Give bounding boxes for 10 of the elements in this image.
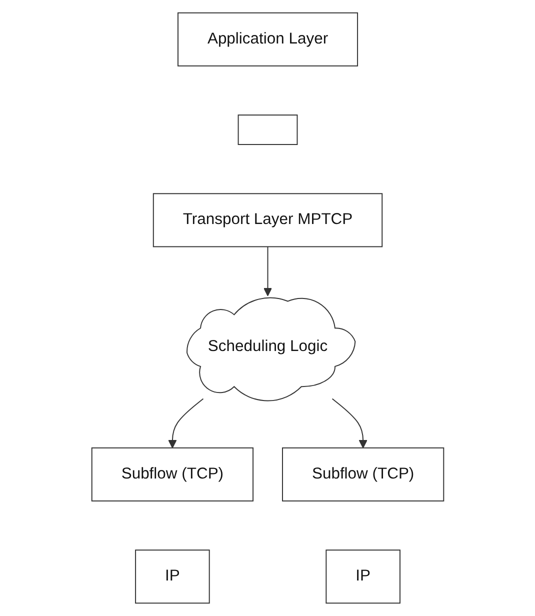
arrow: [168, 398, 204, 448]
node-box: Application Layer: [177, 12, 358, 66]
arrow: [263, 246, 272, 296]
node-box: [238, 114, 298, 145]
node-box: Transport Layer MPTCP: [152, 193, 382, 248]
node-box: IP: [325, 550, 400, 604]
node-box: Subflow (TCP): [282, 447, 444, 502]
arrow: [332, 398, 368, 448]
node-box: Subflow (TCP): [91, 447, 254, 502]
node-box: IP: [134, 550, 210, 604]
